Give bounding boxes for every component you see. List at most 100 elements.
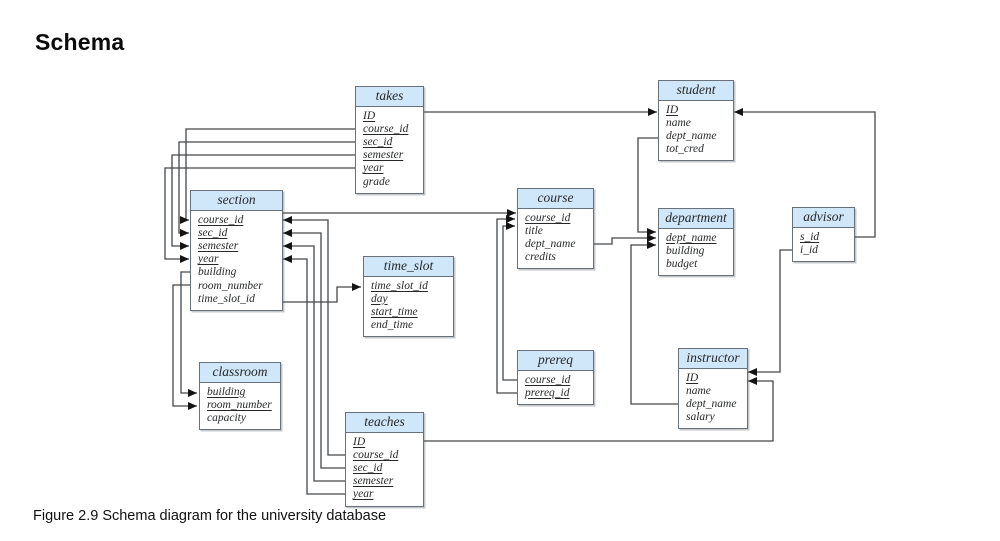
field-label: semester (353, 475, 394, 488)
field-label: room_number (198, 279, 263, 292)
field-label: tot_cred (666, 143, 704, 156)
field-label: course_id (363, 122, 409, 135)
table-course-title: course (518, 189, 593, 209)
field-label: course_id (525, 373, 571, 386)
field-label: year (363, 162, 384, 175)
field-label: salary (686, 411, 715, 424)
connection-section.time_slot_id-to-time_slot.time_slot_id (282, 283, 361, 303)
field-label: dept_name (686, 397, 737, 410)
field-time_slot-start_time: start_time (371, 306, 453, 319)
field-label: ID (666, 103, 679, 116)
field-label: building (666, 244, 705, 257)
field-label: year (353, 488, 374, 501)
field-classroom-room_number: room_number (207, 399, 280, 412)
connection-teaches.semester-to-section.semester (283, 242, 345, 482)
field-label: year (198, 253, 219, 266)
field-course-credits: credits (525, 251, 593, 264)
field-section-semester: semester (198, 240, 282, 253)
field-instructor-dept_name: dept_name (686, 398, 747, 411)
field-takes-course_id: course_id (363, 123, 423, 136)
table-section-title: section (191, 191, 282, 211)
field-section-sec_id: sec_id (198, 227, 282, 240)
field-label: building (207, 385, 246, 398)
field-label: prereq_id (525, 386, 570, 399)
field-label: end_time (371, 319, 414, 332)
field-department-building: building (666, 245, 733, 258)
field-department-dept_name: dept_name (666, 232, 733, 245)
table-department-title: department (659, 209, 733, 229)
field-student-ID: ID (666, 104, 733, 117)
field-label: time_slot_id (371, 279, 428, 292)
field-course-course_id: course_id (525, 212, 593, 225)
field-takes-year: year (363, 162, 423, 175)
figure-caption: Figure 2.9 Schema diagram for the univer… (33, 508, 387, 524)
field-label: dept_name (666, 231, 717, 244)
field-takes-sec_id: sec_id (363, 136, 423, 149)
field-course-title: title (525, 225, 593, 238)
field-label: s_id (800, 230, 820, 243)
field-advisor-s_id: s_id (800, 231, 854, 244)
field-label: sec_id (353, 461, 383, 474)
field-label: i_id (800, 243, 818, 256)
field-label: course_id (525, 211, 571, 224)
field-label: credits (525, 251, 556, 264)
field-label: time_slot_id (198, 292, 255, 305)
field-teaches-ID: ID (353, 436, 423, 449)
field-label: name (686, 384, 711, 397)
field-section-course_id: course_id (198, 214, 282, 227)
field-section-year: year (198, 253, 282, 266)
field-label: start_time (371, 305, 418, 318)
table-classroom-title: classroom (200, 363, 280, 383)
field-prereq-prereq_id: prereq_id (525, 387, 593, 400)
field-instructor-name: name (686, 385, 747, 398)
field-label: capacity (207, 411, 246, 424)
field-course-dept_name: dept_name (525, 238, 593, 251)
field-teaches-sec_id: sec_id (353, 462, 423, 475)
connection-teaches.sec_id-to-section.sec_id (283, 229, 345, 469)
connection-teaches.year-to-section.year (283, 255, 345, 495)
connection-advisor.i_id-to-instructor.ID (748, 249, 792, 376)
table-advisor-title: advisor (793, 208, 854, 228)
field-label: semester (363, 149, 404, 162)
field-takes-grade: grade (363, 176, 423, 189)
field-instructor-ID: ID (686, 372, 747, 385)
field-teaches-semester: semester (353, 475, 423, 488)
field-teaches-course_id: course_id (353, 449, 423, 462)
connection-teaches.course_id-to-section.course_id (283, 216, 345, 456)
field-classroom-building: building (207, 386, 280, 399)
field-label: sec_id (363, 135, 393, 148)
field-label: budget (666, 257, 698, 270)
field-department-budget: budget (666, 258, 733, 271)
connection-prereq.prereq_id-to-course.course_id (496, 215, 517, 394)
field-teaches-year: year (353, 488, 423, 501)
field-section-building: building (198, 266, 282, 279)
page-title: Schema (35, 29, 125, 55)
table-instructor-title: instructor (679, 349, 747, 369)
field-student-dept_name: dept_name (666, 130, 733, 143)
field-label: day (371, 292, 388, 305)
field-instructor-salary: salary (686, 411, 747, 424)
field-advisor-i_id: i_id (800, 244, 854, 257)
connection-prereq.course_id-to-course.course_id (502, 222, 517, 381)
field-takes-ID: ID (363, 110, 423, 123)
field-label: name (666, 116, 691, 129)
field-section-room_number: room_number (198, 280, 282, 293)
